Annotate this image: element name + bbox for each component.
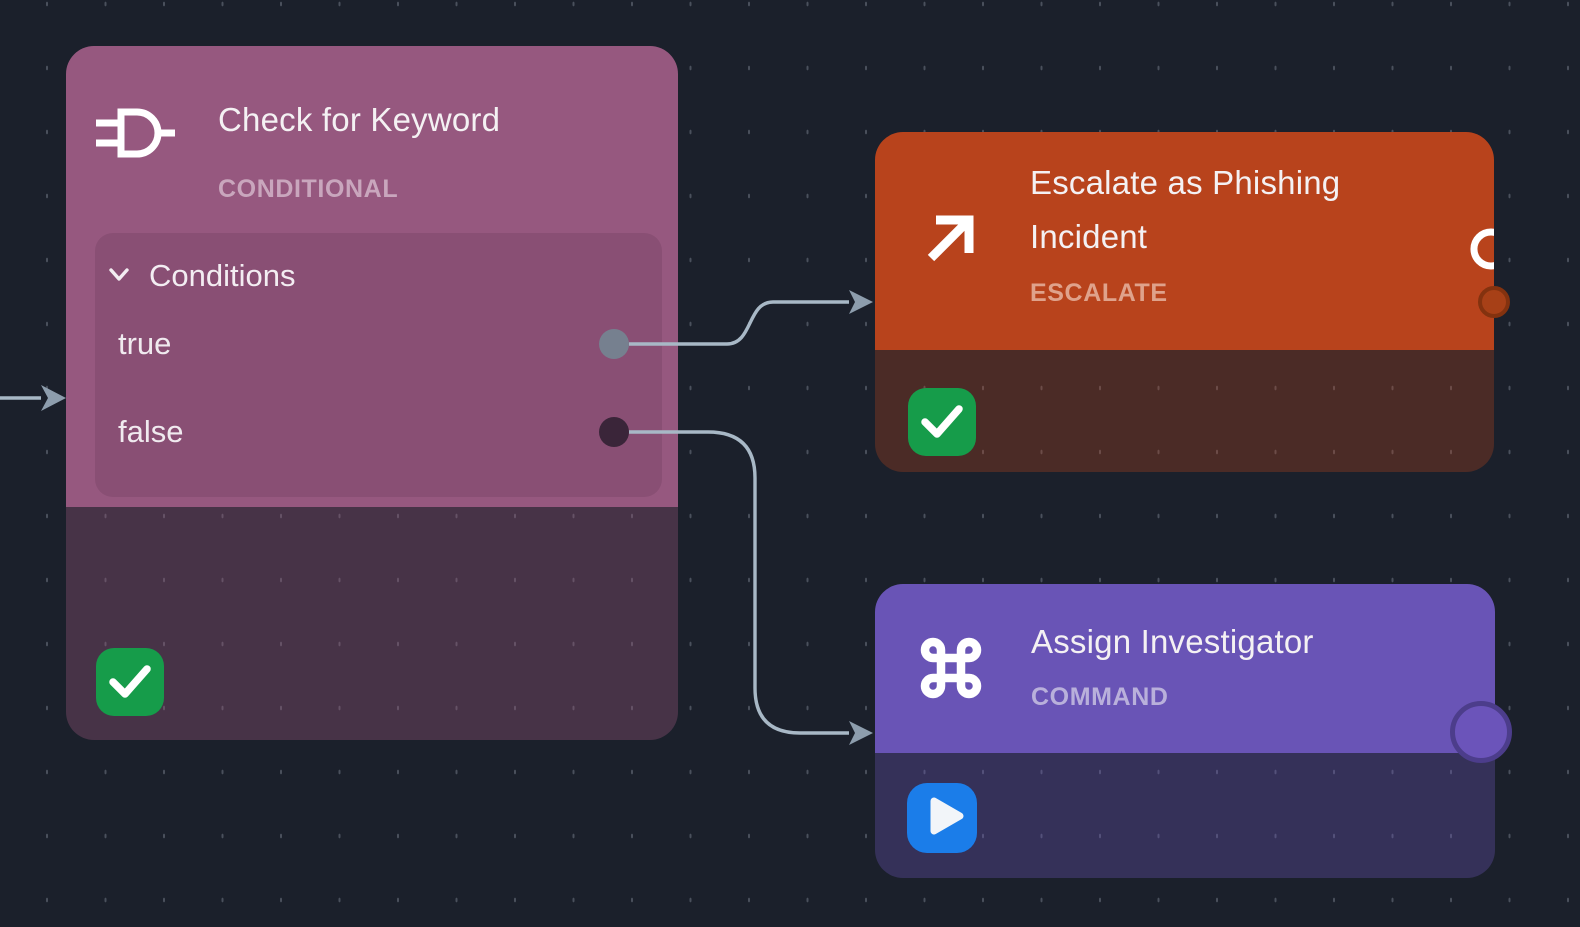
command-icon [919, 636, 983, 705]
node-title: Check for Keyword [218, 101, 501, 138]
arrow-up-right-icon [923, 212, 979, 271]
output-label-false: false [118, 414, 184, 449]
output-port-false[interactable] [599, 417, 629, 447]
output-port-true[interactable] [599, 329, 629, 359]
check-icon [907, 385, 977, 460]
status-badge [96, 648, 164, 716]
conditions-panel: Conditions true false [95, 233, 662, 497]
node-output-port[interactable] [1450, 701, 1512, 763]
node-type-label: COMMAND [1031, 683, 1169, 711]
node-title: Escalate as Phishing Incident [1030, 164, 1341, 255]
node-check-for-keyword[interactable]: Check for Keyword CONDITIONAL Conditions… [66, 46, 678, 740]
output-label-true: true [118, 326, 172, 361]
logic-gate-icon [93, 104, 177, 167]
node-output-port[interactable] [1478, 286, 1510, 318]
check-icon [95, 645, 165, 720]
node-footer [875, 753, 1495, 878]
loader-icon [1462, 226, 1494, 272]
conditions-header: Conditions [149, 258, 296, 293]
arrowhead-true [849, 290, 873, 314]
node-header[interactable]: Check for Keyword CONDITIONAL Conditions… [66, 46, 678, 507]
node-footer: Does the body of the email contain the "… [66, 507, 678, 740]
node-escalate-as-phishing-incident[interactable]: Escalate as Phishing Incident ESCALATE [875, 132, 1510, 472]
status-badge [907, 783, 977, 853]
node-assign-investigator[interactable]: Assign Investigator COMMAND [875, 584, 1512, 878]
node-title: Assign Investigator [1031, 623, 1314, 660]
status-badge [908, 388, 976, 456]
node-type-label: CONDITIONAL [218, 175, 399, 203]
node-header[interactable]: Assign Investigator COMMAND [875, 584, 1495, 753]
chevron-down-icon[interactable] [106, 262, 132, 291]
node-footer [875, 350, 1494, 472]
arrowhead-false [849, 721, 873, 745]
play-icon [922, 793, 968, 844]
arrowhead-incoming [41, 385, 66, 411]
node-header[interactable]: Escalate as Phishing Incident ESCALATE [875, 132, 1494, 350]
node-type-label: ESCALATE [1030, 279, 1168, 307]
